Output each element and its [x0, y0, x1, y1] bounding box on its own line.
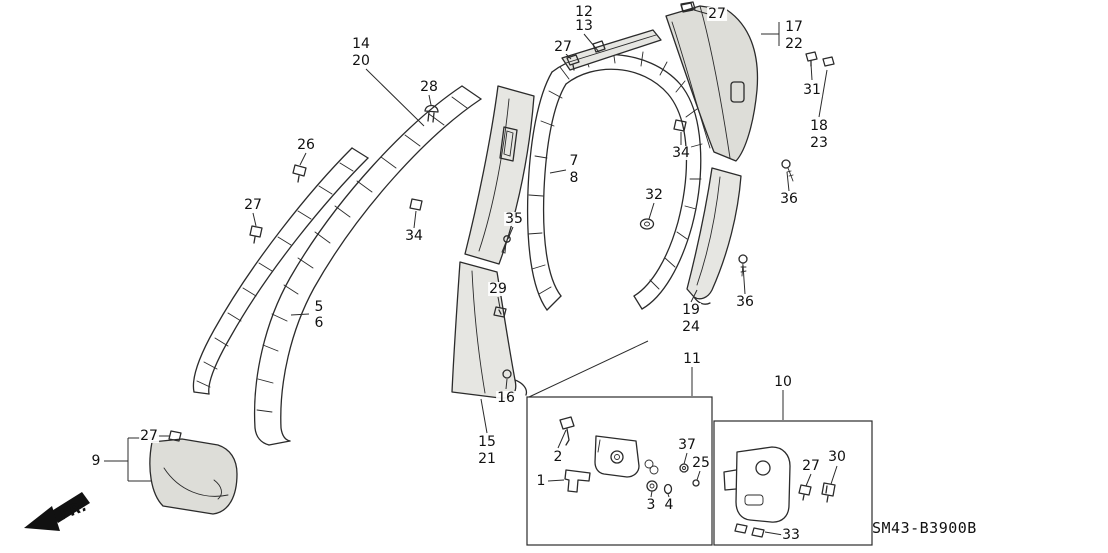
callout-10: 10: [773, 374, 793, 390]
hatching: [196, 162, 354, 388]
callout-34: 34: [671, 145, 691, 161]
center-pillar-upper-garnish: [464, 85, 535, 265]
callout-33: 33: [781, 527, 801, 543]
bush-4: [663, 483, 673, 495]
leader-lines: [104, 9, 838, 536]
center-door-opening-trim: [526, 48, 703, 311]
clip-on-strip: [592, 40, 606, 53]
clip-30: [821, 482, 836, 503]
callout-34: 34: [404, 228, 424, 244]
callout-1: 1: [535, 473, 547, 489]
callout-27: 27: [139, 428, 159, 444]
callout-35: 35: [504, 211, 524, 227]
callout-27: 27: [553, 39, 573, 55]
callout-19: 19: [681, 302, 701, 318]
callout-3: 3: [645, 497, 657, 513]
detail-box-10: [713, 420, 873, 546]
clip-26: [292, 164, 307, 183]
callout-30: 30: [827, 449, 847, 465]
callout-37: 37: [677, 437, 697, 453]
screw-35: [501, 235, 511, 254]
callout-28: 28: [419, 79, 439, 95]
grommet-29: [493, 306, 507, 318]
clip-31-b: [822, 56, 835, 67]
anchor-bracket: [723, 446, 791, 523]
push-clip-2: [559, 416, 575, 446]
bracket-assembly: [594, 435, 640, 478]
grommet-16: [502, 369, 512, 379]
callout-11: 11: [682, 351, 702, 367]
front-door-opening-seal: [253, 85, 482, 446]
callout-36: 36: [779, 191, 799, 207]
grommet-32: [639, 218, 655, 230]
roof-side-garnish: [561, 29, 662, 71]
plate-1: [564, 469, 591, 493]
vent-slot: [499, 126, 518, 162]
callout-24: 24: [681, 319, 701, 335]
callout-4: 4: [663, 497, 675, 513]
clip-34-right: [673, 119, 687, 132]
callout-18: 18: [809, 118, 829, 134]
callout-29: 29: [488, 281, 508, 297]
callout-13: 13: [574, 18, 594, 34]
callout-12: 12: [574, 4, 594, 20]
callout-27: 27: [801, 458, 821, 474]
callout-20: 20: [351, 53, 371, 69]
screw-36-upper: [781, 159, 794, 182]
callout-14: 14: [351, 36, 371, 52]
diagram-part-code: SM43-B3900B: [872, 519, 977, 537]
callout-23: 23: [809, 135, 829, 151]
callout-36: 36: [735, 294, 755, 310]
callout-16: 16: [496, 390, 516, 406]
clip-27-box: [798, 484, 812, 501]
clip-28: [424, 104, 439, 123]
callout-32: 32: [644, 187, 664, 203]
callout-27: 27: [243, 197, 263, 213]
clip-27-top-mid: [566, 54, 580, 71]
fr-arrow-shaft: [50, 492, 90, 523]
quarter-pillar-garnish: [665, 1, 759, 162]
callout-15: 15: [477, 434, 497, 450]
callout-22: 22: [784, 36, 804, 52]
nut-25: [692, 479, 700, 487]
callout-31: 31: [802, 82, 822, 98]
hatching: [256, 96, 468, 413]
callout-9: 9: [90, 453, 102, 469]
front-pillar-garnish: [192, 147, 369, 395]
callout-27: 27: [707, 6, 727, 22]
clip-27-left: [249, 225, 263, 244]
callout-5: 5: [313, 299, 325, 315]
callout-26: 26: [296, 137, 316, 153]
clip-34-left: [409, 198, 423, 211]
callout-25: 25: [691, 455, 711, 471]
clip-27-top-right: [680, 2, 694, 13]
callout-2: 2: [552, 449, 564, 465]
fr-arrow-head: [24, 506, 60, 531]
cowl-side-trim: [149, 438, 238, 515]
quarter-pillar-lower-garnish: [686, 167, 742, 305]
callout-21: 21: [477, 451, 497, 467]
pillar-pocket: [730, 81, 745, 103]
callout-8: 8: [568, 170, 580, 186]
callout-17: 17: [784, 19, 804, 35]
detail-box-11: [526, 396, 713, 546]
callout-6: 6: [313, 315, 325, 331]
spring: [644, 459, 659, 475]
clips-33: [734, 523, 765, 538]
callout-7: 7: [568, 153, 580, 169]
